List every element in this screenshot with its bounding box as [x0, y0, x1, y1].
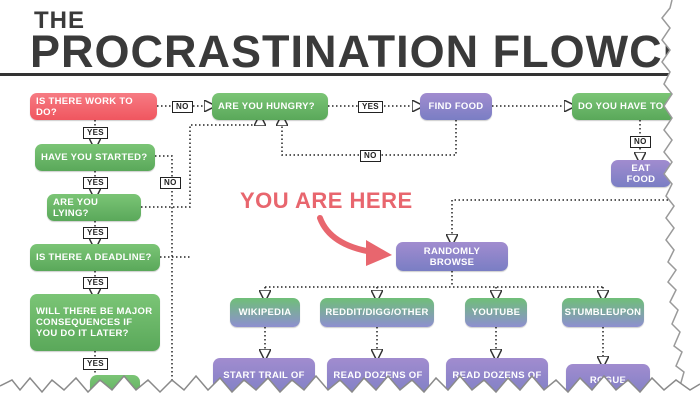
node-hungry: ARE YOU HUNGRY?	[212, 93, 328, 120]
label-yes-deadline: YES	[83, 277, 108, 289]
node-randomly-browse: RANDOMLY BROWSE	[396, 242, 508, 271]
you-are-here-label: YOU ARE HERE	[240, 188, 413, 213]
node-work: IS THERE WORK TO DO?	[30, 93, 157, 120]
node-find-food: FIND FOOD	[420, 93, 492, 120]
label-no-hungry-loop: NO	[360, 150, 381, 162]
label-yes-started: YES	[83, 177, 108, 189]
node-eat-food: EAT FOOD	[611, 160, 671, 187]
label-yes-work: YES	[83, 127, 108, 139]
node-lying: ARE YOU LYING?	[47, 194, 141, 221]
node-stumbleupon: STUMBLEUPON	[562, 298, 644, 327]
label-yes-hungry: YES	[358, 101, 383, 113]
edge-started-no	[155, 155, 173, 402]
label-yes-lying: YES	[83, 227, 108, 239]
label-no-have-to: NO	[630, 136, 651, 148]
node-consequences: WILL THERE BE MAJOR CONSEQUENCES IF YOU …	[30, 294, 160, 351]
edge-browse-top	[452, 199, 700, 240]
edge-lying-hungry	[141, 120, 260, 208]
page-title: PROCRASTINATION FLOWCH	[30, 26, 697, 77]
you-are-here-arrow	[317, 215, 375, 255]
node-reddit: REDDIT/DIGG/OTHER	[320, 298, 434, 327]
label-yes-consequences: YES	[83, 358, 108, 370]
title-underline	[0, 73, 700, 76]
node-wikipedia: WIKIPEDIA	[230, 298, 300, 327]
node-youtube: YOUTUBE	[465, 298, 527, 327]
you-are-here-arrowhead	[366, 240, 392, 266]
label-no-work: NO	[172, 101, 193, 113]
edge-findfood-hungry-loop	[282, 120, 457, 156]
label-no-started: NO	[160, 177, 181, 189]
title-prefix: THE	[34, 7, 85, 34]
node-deadline: IS THERE A DEADLINE?	[30, 244, 160, 271]
node-started: HAVE YOU STARTED?	[35, 144, 155, 171]
